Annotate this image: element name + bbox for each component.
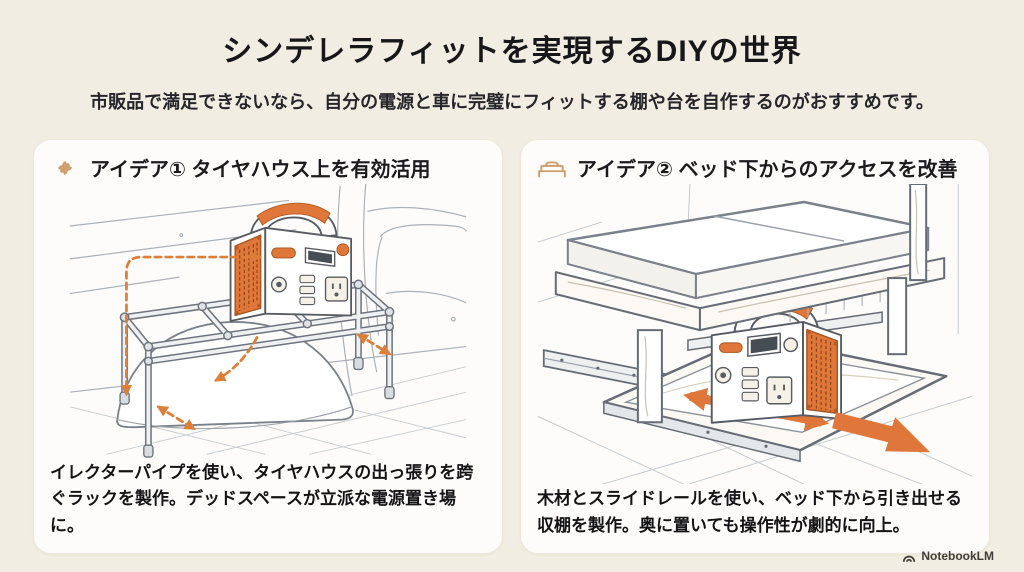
card-idea-1: アイデア① タイヤハウス上を有効活用	[33, 139, 503, 554]
illustration-wheelhouse-rack	[50, 184, 486, 458]
idea-cards: アイデア① タイヤハウス上を有効活用	[33, 139, 990, 554]
card-1-caption: イレクターパイプを使い、タイヤハウスの出っ張りを跨ぐラックを製作。デッドスペース…	[50, 462, 474, 535]
page-title: シンデレラフィットを実現するDIYの世界	[222, 35, 802, 68]
card-1-title: アイデア① タイヤハウス上を有効活用	[90, 159, 431, 181]
page-subtitle: 市販品で満足できないなら、自分の電源と車に完璧にフィットする棚や台を自作するのが…	[90, 92, 934, 112]
notebooklm-watermark: NotebookLM	[902, 549, 994, 563]
power-station	[229, 202, 353, 322]
pullout-direction-arrow	[832, 412, 931, 453]
card-2-caption: 木材とスライドレールを使い、ベッド下から引き出せる収棚を製作。奥に置いても操作性…	[537, 489, 962, 535]
card-1-header: アイデア① タイヤハウス上を有効活用	[50, 153, 486, 182]
bed-frame	[554, 184, 946, 424]
measurement-arrows	[120, 251, 392, 431]
card-idea-2: アイデア② ベッド下からのアクセスを改善	[520, 139, 990, 554]
wrench-icon	[50, 154, 80, 182]
illustration-bed-slide	[537, 184, 973, 485]
notebooklm-label: NotebookLM	[921, 549, 994, 563]
card-2-title: アイデア② ベッド下からのアクセスを改善	[577, 159, 958, 181]
notebooklm-logo-icon	[902, 550, 916, 563]
card-2-header: アイデア② ベッド下からのアクセスを改善	[537, 153, 973, 182]
bed-icon	[537, 154, 567, 182]
